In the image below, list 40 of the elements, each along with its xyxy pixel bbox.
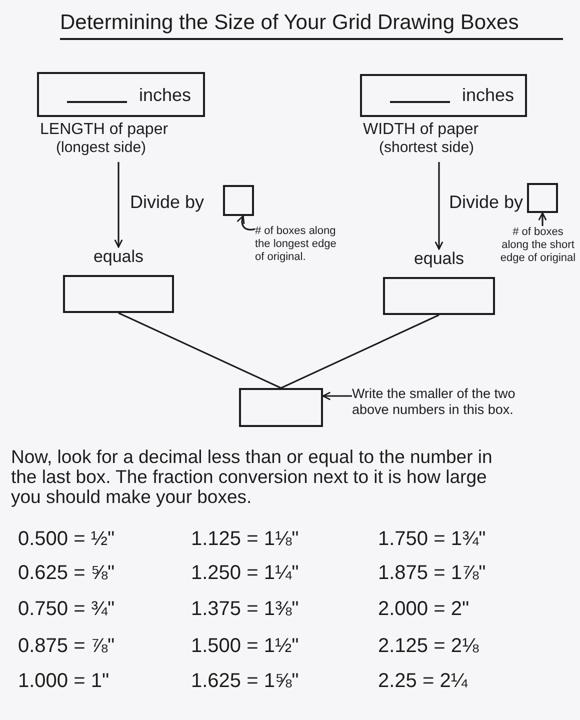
conversion-entry: 1.375 = 1⅜" xyxy=(191,597,299,621)
connector-line xyxy=(118,312,282,389)
step-label: equals xyxy=(93,247,144,267)
conversion-entry: 0.750 = ¾" xyxy=(18,597,115,621)
arrow xyxy=(538,212,547,226)
unit-label: inches xyxy=(462,84,514,106)
box-caption: (shortest side) xyxy=(379,139,474,156)
conversion-entry: 2.000 = 2" xyxy=(378,597,470,621)
conversion-entry: 1.750 = 1¾" xyxy=(378,527,486,551)
answer-box xyxy=(527,183,558,213)
conversion-entry: 1.000 = 1" xyxy=(18,669,110,693)
conversion-entry: 1.625 = 1⅝" xyxy=(191,669,299,693)
box-caption: LENGTH of paper xyxy=(40,120,168,139)
unit-label: inches xyxy=(139,84,192,106)
instruction-text: Now, look for a decimal less than or equal to the number in the last box. The fraction conversion next to it is how large you should make your boxes. xyxy=(11,447,494,507)
arrow xyxy=(322,392,352,400)
step-label: equals xyxy=(414,249,464,269)
box-caption: (longest side) xyxy=(56,139,146,156)
conversion-entry: 0.875 = ⅞" xyxy=(18,634,115,658)
conversion-entry: 1.500 = 1½" xyxy=(191,634,299,658)
conversion-entry: 0.625 = ⅝" xyxy=(18,561,115,585)
note-text: Write the smaller of the two above numbers in this box. xyxy=(352,386,542,418)
note-text: # of boxes along the short edge of original xyxy=(499,226,577,265)
conversion-entry: 1.250 = 1¼" xyxy=(191,561,299,585)
arrow xyxy=(236,215,256,230)
title: Determining the Size of Your Grid Drawing Boxes xyxy=(60,8,563,40)
answer-box xyxy=(239,388,323,427)
conversion-entry: 1.875 = 1⅞" xyxy=(378,561,486,585)
edge-label: Divide by xyxy=(130,191,204,213)
answer-box xyxy=(223,185,254,216)
conversion-entry: 1.125 = 1⅛" xyxy=(191,527,299,551)
connector-line xyxy=(280,314,440,389)
arrow xyxy=(114,162,123,248)
arrow xyxy=(434,162,444,250)
conversion-entry: 2.125 = 2⅛ xyxy=(378,634,479,658)
edge-label: Divide by xyxy=(449,191,524,213)
box-caption: WIDTH of paper xyxy=(363,120,479,139)
note-text: # of boxes along the longest edge of original. xyxy=(255,225,345,264)
conversion-entry: 2.25 = 2¼ xyxy=(378,669,468,693)
conversion-entry: 0.500 = ½" xyxy=(18,527,115,551)
